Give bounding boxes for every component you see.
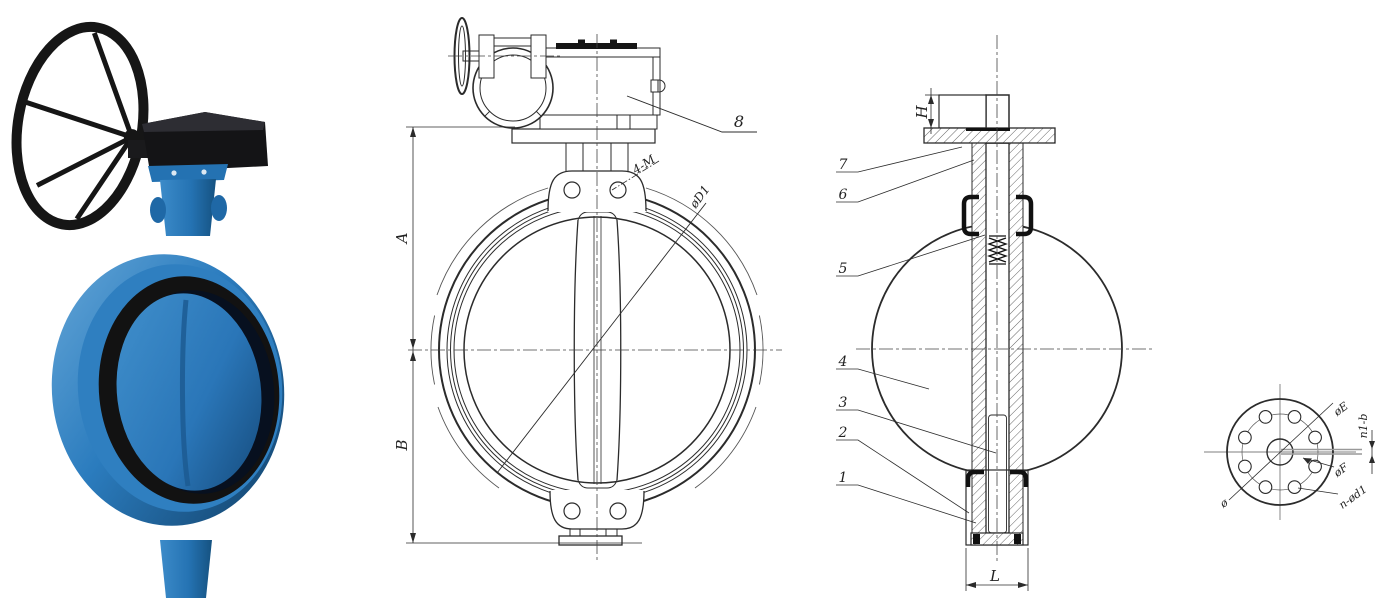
bolt-circle-label: øE	[1330, 400, 1350, 420]
disc-ridge	[179, 299, 191, 487]
seat-diameter-line	[496, 202, 707, 474]
photo-neck-flange	[148, 164, 228, 182]
bottom-seal	[965, 469, 984, 487]
lug-hole	[563, 502, 581, 520]
callout8-leader	[626, 95, 757, 133]
dimension-l	[965, 548, 1029, 591]
shaft-label: ø	[1217, 496, 1231, 511]
dimension-h	[925, 88, 939, 134]
valve-disc-photo	[116, 293, 262, 491]
dim-label-h: H	[913, 105, 931, 120]
bolt-holes-leader	[1297, 487, 1339, 495]
gearbox-photo	[142, 112, 268, 172]
diameter-leader	[1228, 402, 1334, 501]
valve-body-photo	[51, 254, 285, 526]
neck-ear	[150, 197, 166, 223]
operator-housing	[539, 56, 661, 116]
front-view-drawing: A B 4-M øD1 8	[393, 17, 782, 562]
handwheel-rim	[11, 21, 149, 231]
stem-tube-wall	[1008, 142, 1024, 534]
gear-operator-drawing	[453, 17, 666, 144]
dimension-ab	[406, 126, 642, 544]
flange-bolt	[201, 169, 207, 175]
stem-spring	[987, 235, 1008, 265]
flange-bolt-pattern-drawing: øE n1-b øF n-ød1 ø	[1204, 384, 1375, 520]
callout-8: 8	[734, 112, 744, 131]
thickness-label: n1-b	[1357, 414, 1370, 439]
operator-baseplate	[511, 128, 656, 144]
dimension-n1b	[1369, 430, 1375, 474]
lug-hole	[563, 181, 581, 199]
pilot-label: øF	[1331, 461, 1351, 481]
operator-cap	[537, 47, 661, 58]
thickness-lines	[1281, 448, 1362, 455]
neck-ear	[211, 195, 227, 221]
yoke-flange	[530, 34, 547, 79]
centerlines	[408, 34, 782, 562]
yoke-flange	[478, 34, 495, 79]
callout-6: 6	[839, 187, 848, 203]
bottom-lug	[549, 490, 645, 546]
operator-step	[539, 114, 658, 130]
lug-holes-leader	[611, 160, 660, 191]
bolt-holes-label: n-ød1	[1336, 483, 1369, 512]
dim-label-a: A	[393, 232, 411, 245]
bottom-seal	[1010, 469, 1029, 487]
photo-bottom-lug	[160, 540, 212, 598]
lug-stems	[565, 143, 629, 171]
callout-leaders	[836, 146, 997, 524]
product-photo	[11, 21, 285, 598]
handwheel-photo	[11, 21, 149, 231]
callout-3: 3	[839, 395, 848, 411]
stem-shaft	[985, 142, 1010, 534]
top-neck	[938, 94, 987, 129]
dim-label-b: B	[393, 439, 411, 451]
lug-hole	[609, 502, 627, 520]
lug-hole	[609, 181, 627, 199]
shaft-bore	[1266, 438, 1294, 466]
section-view-drawing: H L 7 6 5 4 3 2 1	[836, 35, 1152, 591]
bolt-circle	[1241, 413, 1319, 491]
callout-2: 2	[838, 425, 848, 441]
flange-bolt	[171, 170, 177, 176]
photo-neck	[160, 179, 216, 236]
packing-seal	[1016, 194, 1034, 237]
stem-tube-wall	[971, 142, 987, 534]
packing-seal	[961, 194, 979, 237]
bolt-holes	[1238, 410, 1322, 494]
callout-4: 4	[838, 354, 848, 370]
callout-5: 5	[839, 261, 848, 277]
centerlines	[856, 35, 1152, 562]
dim-label-l: L	[989, 567, 1000, 585]
operator-strip	[556, 43, 637, 49]
callout-7: 7	[839, 157, 848, 173]
callout-1: 1	[839, 470, 848, 486]
seat-diameter-label: øD1	[686, 183, 712, 212]
flange-outer-circle	[1226, 398, 1334, 506]
